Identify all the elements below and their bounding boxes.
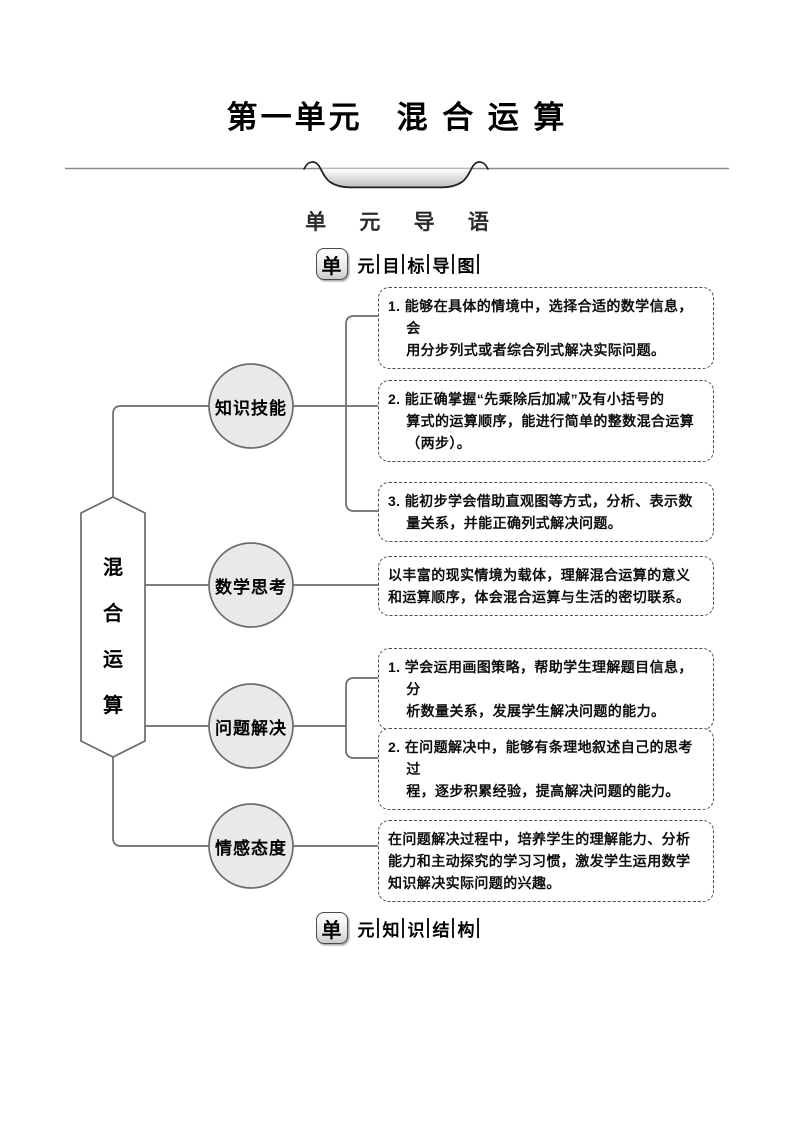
heading-separator: [451, 254, 454, 274]
heading-char: 元: [357, 256, 375, 276]
heading-char: 知: [382, 920, 400, 940]
goal-box-knowledge-2: 2. 能正确掌握“先乘除后加减”及有小括号的 算式的运算顺序，能进行简单的整数混…: [378, 380, 714, 462]
heading-separator: [376, 254, 379, 274]
heading-separator: [451, 918, 454, 938]
tray-ornament-edge: [303, 161, 489, 189]
section-divider: [65, 161, 729, 199]
root-hexagon-shape: [80, 496, 146, 758]
heading-char: 元: [357, 920, 375, 940]
heading-separator: [376, 918, 379, 938]
unit-intro-banner: 单 元 导 语: [305, 210, 503, 234]
heading-separator: [426, 918, 429, 938]
heading-separator: [401, 918, 404, 938]
goal-box-solving-1: 1. 学会运用画图策略，帮助学生理解题目信息，分 析数量关系，发展学生解决问题的…: [378, 648, 714, 730]
goal-box-knowledge-3: 3. 能初步学会借助直观图等方式，分析、表示数 量关系，并能正确列式解决问题。: [378, 482, 714, 542]
heading-char: 图: [457, 256, 475, 276]
goal-box-thinking: 以丰富的现实情境为载体，理解混合运算的意义 和运算顺序，体会混合运算与生活的密切…: [378, 556, 714, 616]
heading-char: 目: [382, 256, 400, 276]
heading-separator: [476, 918, 479, 938]
heading-char: 标: [407, 256, 425, 276]
heading-char: 导: [432, 256, 450, 276]
heading-char: 结: [432, 920, 450, 940]
heading-badge: 单: [315, 912, 348, 944]
heading-badge: 单: [315, 248, 348, 280]
root-char: 运: [103, 649, 123, 671]
heading-unit-goal-map: 单 元 目 标 导 图: [0, 247, 794, 281]
tray-ornament-fill: [320, 168, 472, 188]
heading-char: 构: [457, 920, 475, 940]
heading-separator: [426, 254, 429, 274]
goal-box-attitude: 在问题解决过程中，培养学生的理解能力、分析 能力和主动探究的学习习惯，激发学生运…: [378, 820, 714, 902]
node-problem-solving: 问题解决: [215, 718, 287, 738]
node-knowledge-skills: 知识技能: [215, 398, 287, 418]
root-node-label: 混 合 运 算: [96, 551, 130, 718]
heading-unit-knowledge-structure: 单 元 知 识 结 构: [0, 911, 794, 945]
root-char: 混: [103, 557, 123, 579]
page-title: 第一单元 混 合 运 算: [226, 100, 568, 135]
node-math-thinking: 数学思考: [215, 577, 287, 597]
node-emotion-attitude: 情感态度: [215, 838, 287, 858]
goal-box-solving-2: 2. 在问题解决中，能够有条理地叙述自己的思考过 程，逐步积累经验，提高解决问题…: [378, 728, 714, 810]
diagram-connectors: [112, 315, 378, 847]
heading-separator: [401, 254, 404, 274]
root-char: 算: [103, 695, 123, 717]
heading-char: 识: [407, 920, 425, 940]
heading-separator: [476, 254, 479, 274]
branch-node-shapes: [208, 363, 294, 889]
goal-box-knowledge-1: 1. 能够在具体的情境中，选择合适的数学信息，会 用分步列式或者综合列式解决实际…: [378, 287, 714, 369]
root-char: 合: [103, 603, 123, 625]
